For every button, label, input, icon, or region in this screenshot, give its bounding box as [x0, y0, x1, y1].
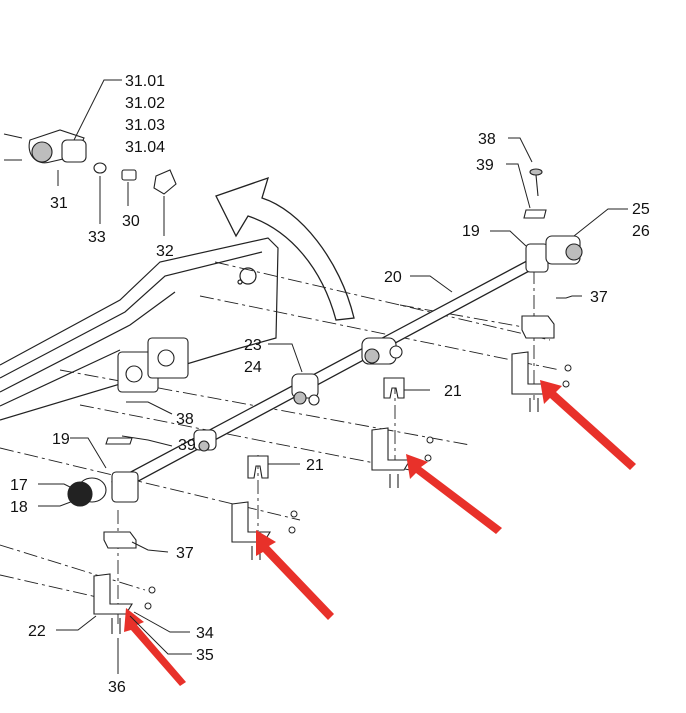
- callout-38-left: 38: [176, 411, 194, 428]
- block-37-low: [103, 531, 137, 549]
- callout-31-02: 31.02: [125, 95, 165, 112]
- callout-labels: 31.01 31.02 31.03 31.04 31 33 30 32 38 3…: [10, 73, 650, 696]
- callout-18: 18: [10, 499, 28, 516]
- callout-22: 22: [28, 623, 46, 640]
- callout-36: 36: [108, 679, 126, 696]
- nozzle-body-mid: [361, 337, 403, 365]
- callout-39-top: 39: [476, 157, 494, 174]
- callout-25: 25: [632, 201, 650, 218]
- red-arrow-2: [406, 454, 502, 534]
- leader-lines: [38, 79, 628, 674]
- callout-31-01: 31.01: [125, 73, 165, 90]
- callout-35: 35: [196, 647, 214, 664]
- callout-17: 17: [10, 477, 28, 494]
- l-bracket-22: [93, 573, 133, 634]
- callout-24: 24: [244, 359, 262, 376]
- callout-32: 32: [156, 243, 174, 260]
- callout-38-top: 38: [478, 131, 496, 148]
- clamp-blocks-38-left: [117, 337, 189, 393]
- red-arrow-3: [256, 530, 334, 620]
- small-fasteners: [144, 364, 572, 610]
- callout-20: 20: [384, 269, 402, 286]
- callout-34: 34: [196, 625, 214, 642]
- block-37-right: [521, 315, 555, 339]
- callout-30: 30: [122, 213, 140, 230]
- nozzle-body-left: [193, 429, 217, 452]
- callout-19-right: 19: [462, 223, 480, 240]
- callout-26: 26: [632, 223, 650, 240]
- pin-38-top: [523, 168, 547, 219]
- end-clamp-left: [67, 471, 139, 507]
- u-channel-21-mid: [383, 377, 405, 399]
- assembly-centerlines: [0, 261, 561, 625]
- callout-31: 31: [50, 195, 68, 212]
- l-bracket-mid: [371, 427, 411, 488]
- callout-23: 23: [244, 337, 262, 354]
- callout-37-right: 37: [590, 289, 608, 306]
- red-indicator-arrows: [124, 380, 636, 686]
- callout-39-left: 39: [178, 437, 196, 454]
- pad-39-left: [105, 437, 133, 445]
- callout-37-low: 37: [176, 545, 194, 562]
- nozzle-body-23: [291, 373, 320, 406]
- callout-31-03: 31.03: [125, 117, 165, 134]
- u-channel-21-low: [247, 455, 269, 479]
- callout-31-04: 31.04: [125, 139, 165, 156]
- nozzle-group-31: [3, 129, 177, 195]
- boom-beam: [0, 237, 279, 421]
- callout-19-left: 19: [52, 431, 70, 448]
- red-arrow-4: [124, 608, 186, 686]
- callout-33: 33: [88, 229, 106, 246]
- callout-21-low: 21: [306, 457, 324, 474]
- red-arrow-1: [540, 380, 636, 470]
- callout-21-mid: 21: [444, 383, 462, 400]
- end-clamp-right: [525, 235, 583, 273]
- rotation-arrow-outline: [215, 176, 355, 321]
